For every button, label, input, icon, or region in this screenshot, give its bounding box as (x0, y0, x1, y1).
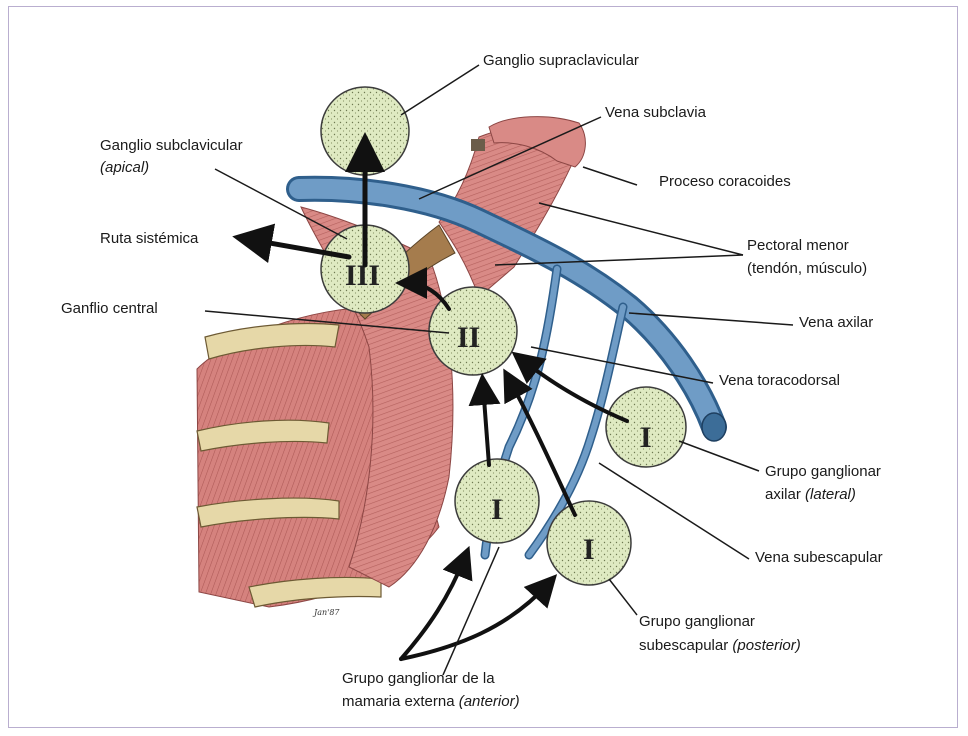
label-proceso-coracoides: Proceso coracoides (659, 172, 791, 192)
label-ruta-sistemica: Ruta sistémica (100, 229, 198, 249)
label-grupo-subescapular-1: Grupo ganglionar (639, 612, 755, 632)
label-pectoral-menor-2: (tendón, músculo) (747, 259, 867, 279)
label-ganglio-subclavicular: Ganglio subclavicular (100, 136, 243, 156)
label-vena-toracodorsal: Vena toracodorsal (719, 371, 840, 391)
numeral-lateral: I (640, 421, 652, 454)
label-vena-subclavia: Vena subclavia (605, 103, 706, 123)
label-grupo-axilar-1: Grupo ganglionar (765, 462, 881, 482)
axillary-lymph-nodes-illustration: III II I I I Jan'87 (9, 7, 959, 729)
diagram-frame: III II I I I Jan'87 Ganglio supraclavicu… (8, 6, 958, 728)
label-vena-subescapular: Vena subescapular (755, 548, 883, 568)
label-ganglio-central: Ganflio central (61, 299, 158, 319)
numeral-anterior: I (491, 493, 503, 526)
label-grupo-mamaria-1: Grupo ganglionar de la (342, 669, 495, 689)
label-ganglio-subclavicular-note: (apical) (100, 158, 149, 178)
label-pectoral-menor-1: Pectoral menor (747, 236, 849, 256)
label-vena-axilar: Vena axilar (799, 313, 873, 333)
label-grupo-axilar-2: axilar (lateral) (765, 485, 856, 505)
numeral-central: II (457, 321, 480, 354)
label-ganglio-supraclavicular: Ganglio supraclavicular (483, 51, 639, 71)
numeral-posterior: I (583, 533, 595, 566)
artist-signature: Jan'87 (312, 608, 340, 617)
label-grupo-mamaria-2: mamaria externa (anterior) (342, 692, 520, 712)
label-grupo-subescapular-2: subescapular (posterior) (639, 636, 801, 656)
